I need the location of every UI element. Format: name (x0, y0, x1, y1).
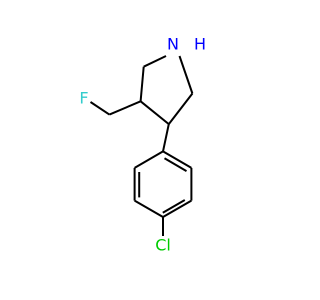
canvas-background (0, 0, 300, 300)
bond-ar1-ar2 (162, 150, 192, 169)
bond-c4-c5 (139, 66, 145, 102)
bond-c3-c4 (139, 100, 170, 125)
molecule-structure: N H F Cl (0, 0, 300, 300)
bond-c3-aryl (162, 123, 170, 152)
atom-label-hydrogen: H (194, 35, 206, 54)
bond-c2-c3 (168, 92, 194, 125)
atom-labels: N H F Cl (79, 35, 206, 255)
bond-c5-n (143, 55, 167, 68)
bond-n-c2 (178, 55, 194, 94)
bond-ar6-ar1 (134, 150, 164, 169)
atom-label-fluorine: F (79, 89, 88, 108)
bond-ch2-f (89, 101, 110, 116)
bond-ar3-ar4 (162, 199, 192, 218)
bond-ar4-ar5 (134, 199, 164, 218)
bond-c4-ch2 (109, 100, 141, 116)
atom-label-nitrogen: N (167, 35, 179, 54)
bond-ar-inner-1 (163, 157, 188, 172)
bond-ar-inner-2 (162, 199, 186, 214)
atom-label-chlorine: Cl (155, 236, 171, 255)
bonds (89, 55, 194, 236)
